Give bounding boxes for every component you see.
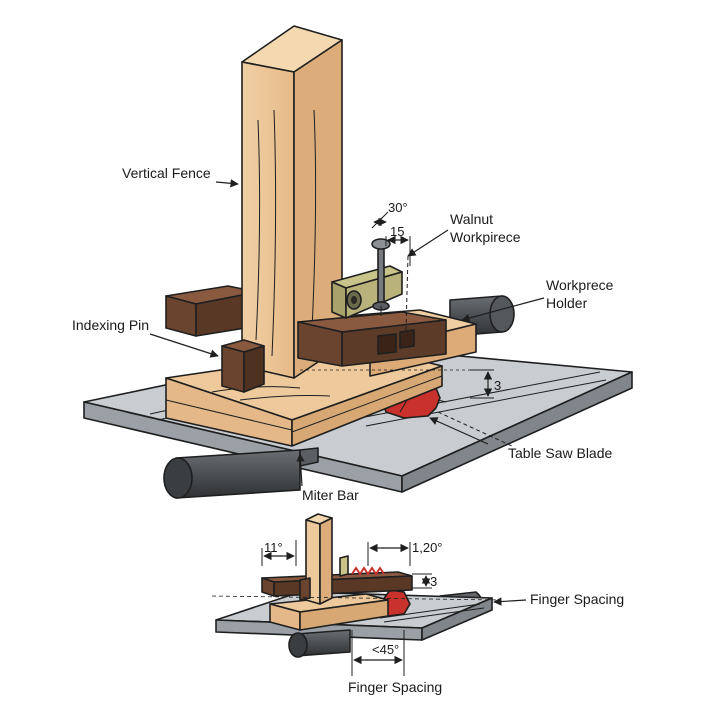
indexing-pin-leader bbox=[149, 333, 219, 358]
table-saw-blade-leader bbox=[429, 417, 489, 445]
detail-bottom-angle: <45° bbox=[372, 642, 399, 657]
vertical-fence bbox=[241, 25, 343, 379]
main-labels: Vertical Fence Walnut Workpirece Workpre… bbox=[72, 165, 614, 503]
detail-left-angle: 11° bbox=[264, 540, 283, 555]
width-dimension: 15 bbox=[390, 224, 404, 239]
walnut-workpiece-label-1: Walnut bbox=[450, 211, 493, 227]
angle-dimension: 30° bbox=[388, 200, 408, 215]
finger-spacing-right-leader bbox=[493, 597, 527, 606]
indexing-pin bbox=[221, 339, 265, 393]
vertical-fence-label: Vertical Fence bbox=[122, 165, 211, 181]
detail-assembly: 11° 1,20° 3 <45° Finger Spacing Finger S… bbox=[211, 513, 624, 695]
workpiece-holder-label-1: Workprece bbox=[546, 277, 614, 293]
table-saw-blade-label: Table Saw Blade bbox=[508, 445, 613, 461]
detail-labels: 11° 1,20° 3 <45° Finger Spacing Finger S… bbox=[264, 540, 624, 695]
walnut-workpiece-leader bbox=[407, 229, 449, 257]
workpiece-holder-leader bbox=[461, 297, 545, 323]
finger-spacing-right-label: Finger Spacing bbox=[530, 591, 624, 607]
main-assembly: Vertical Fence Walnut Workpirece Workpre… bbox=[72, 25, 633, 503]
walnut-workpiece-label-2: Workpirece bbox=[450, 229, 521, 245]
workpiece-holder bbox=[331, 238, 403, 319]
workpiece-holder-label-2: Holder bbox=[546, 295, 588, 311]
front-rod bbox=[163, 447, 319, 499]
indexing-pin-label: Indexing Pin bbox=[72, 317, 149, 333]
miter-bar-label: Miter Bar bbox=[302, 487, 359, 503]
miter-bar-leader bbox=[296, 453, 305, 487]
height-dimension: 3 bbox=[494, 378, 501, 393]
detail-annotations bbox=[211, 540, 527, 676]
walnut-workpiece bbox=[297, 311, 447, 367]
vertical-fence-leader bbox=[215, 179, 239, 188]
detail-right-value: 1,20° bbox=[412, 540, 443, 555]
finger-spacing-bottom-label: Finger Spacing bbox=[348, 679, 442, 695]
detail-small-height: 3 bbox=[430, 574, 437, 589]
main-annotations bbox=[149, 179, 545, 487]
